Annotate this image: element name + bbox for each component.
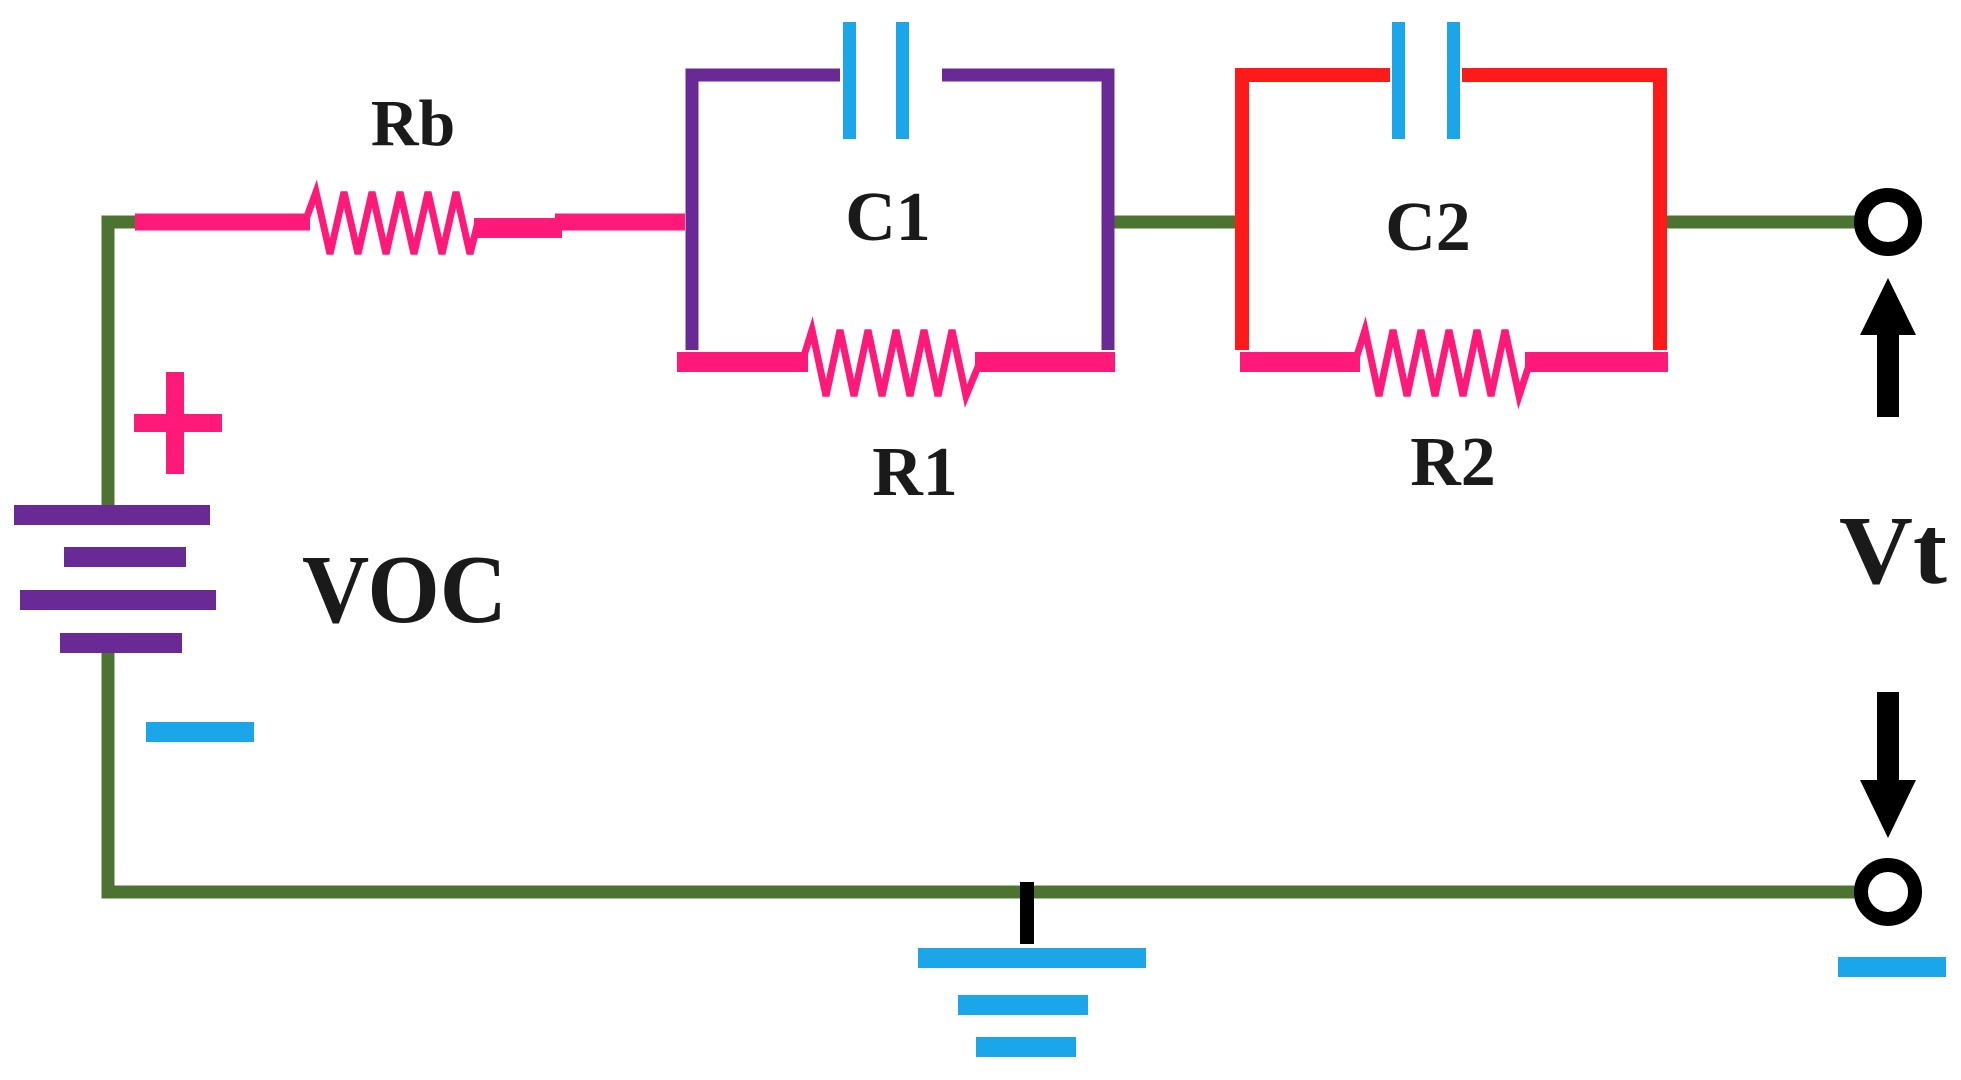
left-wire-bottom bbox=[101, 643, 1857, 899]
capacitor-c2 bbox=[1392, 22, 1460, 139]
resistor-icon bbox=[301, 179, 482, 255]
battery-plate-3 bbox=[20, 590, 216, 610]
ground-icon bbox=[918, 882, 1146, 1057]
battery-plate-2 bbox=[64, 547, 186, 567]
ground-bar-1 bbox=[918, 948, 1146, 968]
vt-label: Vt bbox=[1839, 497, 1947, 605]
resistor-icon bbox=[1351, 316, 1534, 410]
terminal-node-icon bbox=[1854, 858, 1922, 926]
c1-label: C1 bbox=[845, 179, 931, 256]
resistor-r2 bbox=[1240, 316, 1668, 410]
resistor-r1 bbox=[677, 316, 1115, 408]
resistor-rb: Rb bbox=[135, 87, 685, 255]
r2-label: R2 bbox=[1410, 424, 1496, 501]
voc-label: VOC bbox=[302, 536, 507, 644]
battery-icon bbox=[14, 505, 216, 653]
capacitor-icon bbox=[1392, 22, 1405, 139]
battery-plate-4 bbox=[60, 633, 182, 653]
ground-bar-3 bbox=[976, 1037, 1076, 1057]
r1-label: R1 bbox=[872, 434, 958, 511]
ground-stem bbox=[1020, 882, 1034, 944]
rc2-box bbox=[1235, 68, 1667, 350]
minus-sign-icon bbox=[146, 722, 254, 742]
terminal-minus-sign-icon bbox=[1838, 957, 1946, 977]
resistor-icon bbox=[798, 316, 984, 408]
capacitor-plate-right bbox=[1447, 22, 1460, 139]
arrow-down-icon bbox=[1860, 692, 1916, 838]
wires bbox=[101, 215, 1857, 899]
rc1-block: C1 R1 bbox=[677, 22, 1115, 511]
rc1-box bbox=[685, 68, 1115, 350]
rb-label: Rb bbox=[371, 87, 455, 160]
c2-label: C2 bbox=[1385, 189, 1471, 266]
capacitor-icon bbox=[843, 22, 856, 139]
ground-bar-2 bbox=[958, 995, 1088, 1015]
capacitor-c1 bbox=[843, 22, 909, 139]
battery-plate-1 bbox=[14, 505, 210, 525]
plus-sign-icon bbox=[134, 372, 222, 474]
terminal-node-icon bbox=[1854, 188, 1922, 256]
capacitor-plate-right bbox=[896, 22, 909, 139]
rc2-block: C2 R2 bbox=[1235, 22, 1668, 501]
arrow-up-icon bbox=[1860, 278, 1916, 417]
